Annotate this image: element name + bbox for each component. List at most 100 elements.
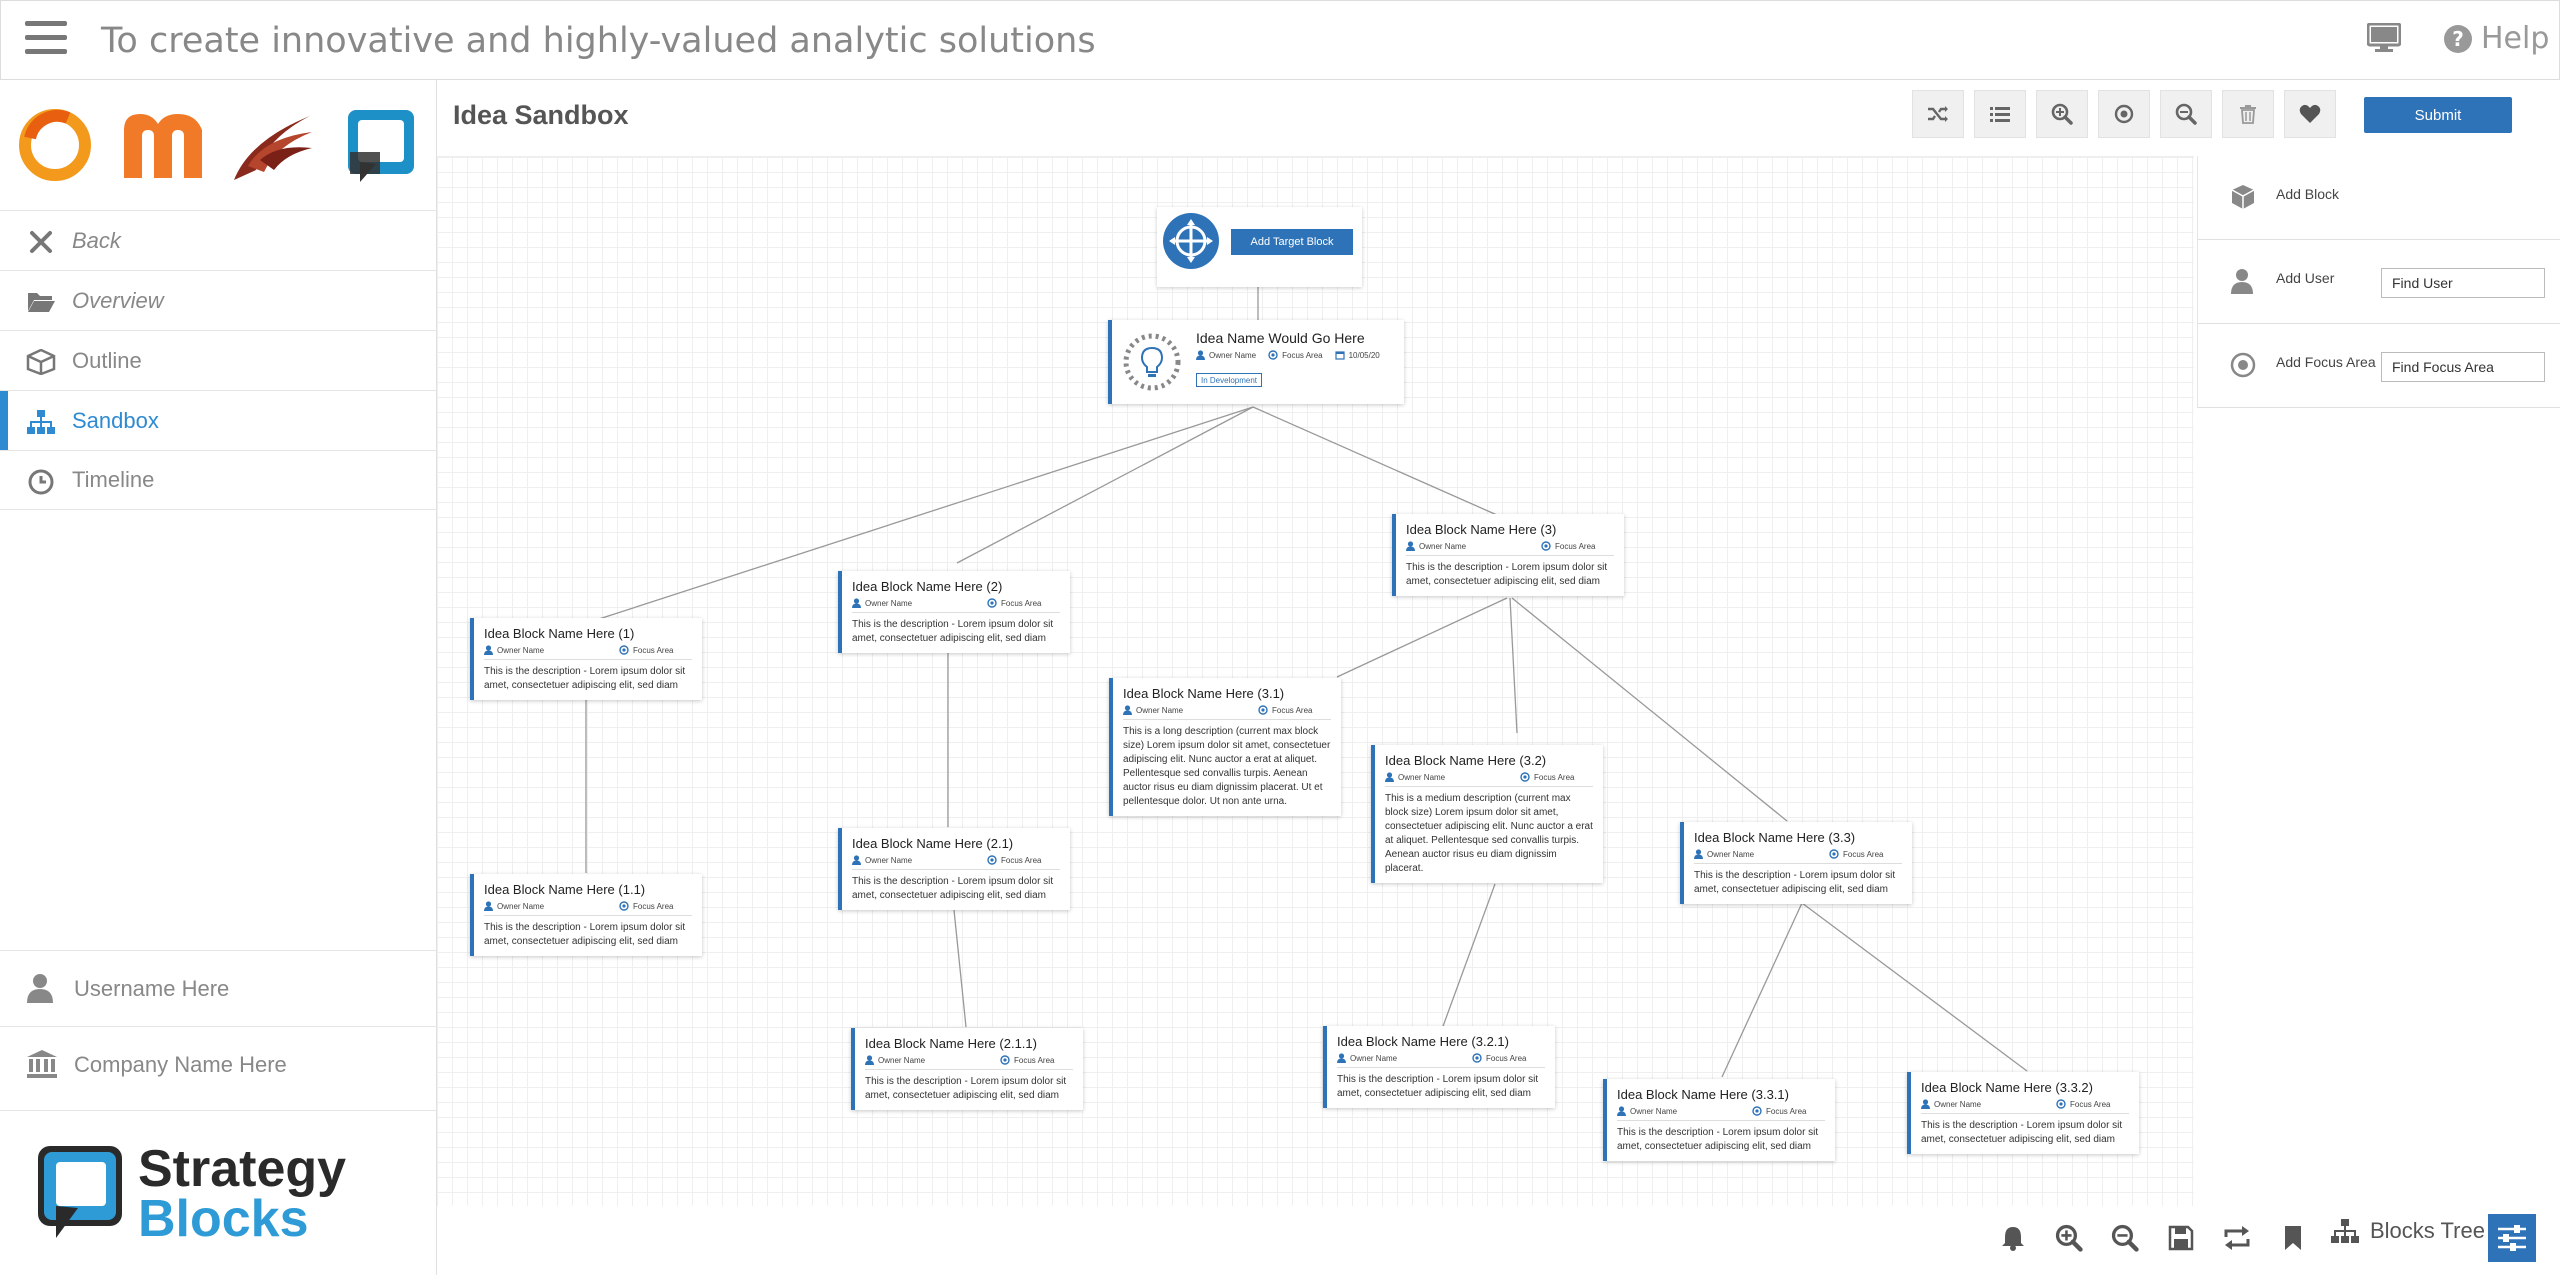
sync-button[interactable] xyxy=(2209,1210,2265,1266)
block-meta: Owner Name Focus Area xyxy=(1337,1053,1545,1068)
idea-block[interactable]: Idea Block Name Here (2.1) Owner Name Fo… xyxy=(838,828,1070,910)
bottom-toolbar xyxy=(1985,1210,2321,1266)
favorite-button[interactable] xyxy=(2284,90,2336,138)
hamburger-icon[interactable] xyxy=(25,21,67,57)
help-button[interactable]: ? Help xyxy=(2443,21,2549,56)
block-meta: Owner Name Focus Area xyxy=(1694,849,1902,864)
focus-area: Focus Area xyxy=(1766,1106,1807,1116)
delete-button[interactable] xyxy=(2222,90,2274,138)
owner-name: Owner Name xyxy=(497,901,545,911)
block-description: This is the description - Lorem ipsum do… xyxy=(1406,562,1608,587)
view-mode-selector[interactable]: Blocks Tree xyxy=(2330,1218,2485,1244)
shuffle-button[interactable] xyxy=(1912,90,1964,138)
target-move-icon[interactable] xyxy=(1163,213,1219,269)
lightbulb-progress-icon xyxy=(1123,333,1181,391)
block-meta: Owner Name Focus Area xyxy=(1617,1106,1825,1121)
idea-block[interactable]: Idea Block Name Here (3.2) Owner Name Fo… xyxy=(1371,745,1603,883)
target-icon xyxy=(2230,352,2256,378)
sandbox-canvas[interactable]: Idea Block Name Here (1) Owner Name Focu… xyxy=(437,156,2194,1206)
user-icon xyxy=(865,1055,874,1065)
idea-block[interactable]: Idea Block Name Here (3.2.1) Owner Name … xyxy=(1323,1026,1555,1108)
add-focus-area-label: Add Focus Area xyxy=(2276,354,2376,370)
focus-area: Focus Area xyxy=(1014,1055,1055,1065)
block-name: Idea Block Name Here (2) xyxy=(852,579,1003,594)
user-icon xyxy=(1617,1106,1626,1116)
focus-area: Focus Area xyxy=(1534,772,1575,782)
sidebar-item-label: Back xyxy=(72,227,121,253)
heart-icon xyxy=(2299,104,2321,123)
owner-name: Owner Name xyxy=(865,855,913,865)
target-icon xyxy=(1829,849,1839,859)
sidebar-item-back[interactable]: Back xyxy=(0,210,437,270)
idea-block[interactable]: Idea Block Name Here (3.1) Owner Name Fo… xyxy=(1109,678,1341,816)
zoom-in-button[interactable] xyxy=(2036,90,2088,138)
bookmark-button[interactable] xyxy=(2265,1210,2321,1266)
close-icon xyxy=(30,231,52,253)
sidebar-item-overview[interactable]: Overview xyxy=(0,270,437,330)
block-name: Idea Block Name Here (1.1) xyxy=(484,882,646,897)
idea-owner: Owner Name xyxy=(1209,350,1257,360)
idea-node[interactable]: Idea Name Would Go Here Owner Name Focus… xyxy=(1108,320,1404,404)
idea-block[interactable]: Idea Block Name Here (3.3.1) Owner Name … xyxy=(1603,1079,1835,1161)
sidebar-company[interactable]: Company Name Here xyxy=(0,1026,437,1102)
bookmark-icon xyxy=(2285,1226,2301,1250)
block-connectors xyxy=(585,286,2028,1078)
target-icon xyxy=(987,598,997,608)
block-description: This is the description - Lorem ipsum do… xyxy=(1921,1120,2123,1145)
orange-ring-logo xyxy=(19,109,91,181)
refresh-icon xyxy=(2224,1226,2250,1250)
block-description: This is the description - Lorem ipsum do… xyxy=(1337,1074,1539,1099)
owner-name: Owner Name xyxy=(1350,1053,1398,1063)
sidebar-item-label: Timeline xyxy=(72,467,155,492)
find-user-input[interactable] xyxy=(2381,268,2545,298)
add-block-row[interactable]: Add Block xyxy=(2198,156,2560,240)
top-bar: To create innovative and highly-valued a… xyxy=(0,0,2560,80)
add-target-block-button[interactable]: Add Target Block xyxy=(1231,229,1353,255)
block-description: This is the description - Lorem ipsum do… xyxy=(484,922,686,947)
save-button[interactable] xyxy=(2153,1210,2209,1266)
zoom-out-button[interactable] xyxy=(2097,1210,2153,1266)
focus-area: Focus Area xyxy=(1555,541,1596,551)
sandbox-toolbar xyxy=(1912,90,2336,138)
idea-block[interactable]: Idea Block Name Here (1) Owner Name Focu… xyxy=(470,618,702,700)
idea-block[interactable]: Idea Block Name Here (2) Owner Name Focu… xyxy=(838,571,1070,653)
sidebar: Back Overview Outline Sandbox Timeline U… xyxy=(0,80,437,1275)
notifications-button[interactable] xyxy=(1985,1210,2041,1266)
folder-open-icon xyxy=(28,293,55,312)
idea-block[interactable]: Idea Block Name Here (1.1) Owner Name Fo… xyxy=(470,874,702,956)
idea-meta: Owner Name Focus Area 10/05/20 xyxy=(1196,350,1380,360)
zoom-in-button[interactable] xyxy=(2041,1210,2097,1266)
idea-block[interactable]: Idea Block Name Here (3) Owner Name Focu… xyxy=(1392,514,1624,596)
sidebar-username[interactable]: Username Here xyxy=(0,950,437,1026)
block-meta: Owner Name Focus Area xyxy=(865,1055,1073,1070)
zoom-in-icon xyxy=(2055,1224,2083,1252)
sidebar-item-outline[interactable]: Outline xyxy=(0,330,437,390)
block-name: Idea Block Name Here (3.2.1) xyxy=(1337,1034,1509,1049)
add-user-row: Add User xyxy=(2198,240,2560,324)
owner-name: Owner Name xyxy=(1136,705,1184,715)
user-icon xyxy=(1385,772,1394,782)
zoom-out-button[interactable] xyxy=(2160,90,2212,138)
target-icon xyxy=(619,645,629,655)
idea-block[interactable]: Idea Block Name Here (3.3) Owner Name Fo… xyxy=(1680,822,1912,904)
monitor-icon[interactable] xyxy=(2367,23,2401,53)
focus-area: Focus Area xyxy=(633,901,674,911)
block-name: Idea Block Name Here (3.3.2) xyxy=(1921,1080,2093,1095)
block-description: This is a long description (current max … xyxy=(1123,726,1331,807)
question-circle-icon: ? xyxy=(2444,24,2472,53)
company-label: Company Name Here xyxy=(74,1051,287,1077)
settings-sliders-button[interactable] xyxy=(2488,1214,2536,1262)
center-target-button[interactable] xyxy=(2098,90,2150,138)
sidebar-item-label: Sandbox xyxy=(72,407,159,433)
user-icon xyxy=(1123,705,1132,715)
sidebar-item-sandbox[interactable]: Sandbox xyxy=(0,390,437,451)
sidebar-item-timeline[interactable]: Timeline xyxy=(0,450,437,510)
list-view-button[interactable] xyxy=(1974,90,2026,138)
find-focus-area-input[interactable] xyxy=(2381,352,2545,382)
target-icon xyxy=(2114,104,2134,124)
submit-button[interactable]: Submit xyxy=(2364,97,2512,133)
idea-block[interactable]: Idea Block Name Here (3.3.2) Owner Name … xyxy=(1907,1072,2139,1154)
idea-name: Idea Name Would Go Here xyxy=(1196,330,1365,346)
idea-block[interactable]: Idea Block Name Here (2.1.1) Owner Name … xyxy=(851,1028,1083,1110)
block-meta: Owner Name Focus Area xyxy=(1406,541,1614,556)
